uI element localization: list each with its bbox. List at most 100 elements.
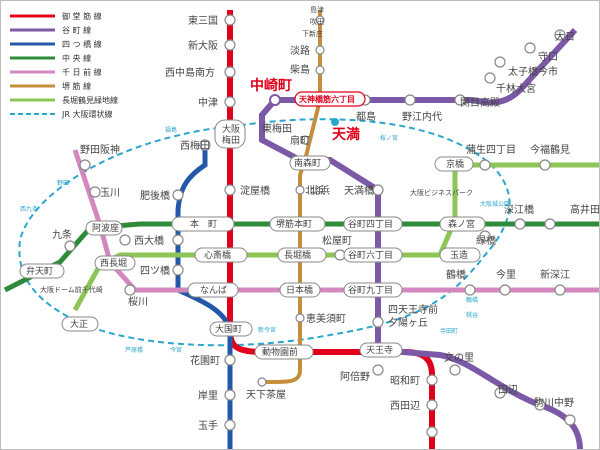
label-tenma: 天満 — [332, 126, 360, 143]
box-awaza[interactable] — [85, 220, 123, 236]
label-kitahama-s: 北浜 — [305, 185, 325, 197]
station-marker[interactable] — [224, 14, 236, 26]
station-marker[interactable] — [224, 184, 236, 196]
station-marker[interactable] — [315, 15, 325, 25]
station-marker[interactable] — [494, 56, 506, 68]
box-taisho[interactable] — [61, 316, 99, 332]
station-marker[interactable] — [315, 65, 325, 75]
station-marker[interactable] — [224, 39, 236, 51]
label-tamade: 玉手 — [198, 419, 218, 432]
box-minamimorimachi[interactable] — [289, 155, 331, 171]
label-abeno: 阿倍野 — [340, 370, 370, 383]
box-tanimachi4[interactable] — [343, 216, 403, 232]
station-marker[interactable] — [449, 364, 461, 376]
label-yodoyabashi: 淀屋橋 — [240, 184, 270, 197]
box-nipponbashi[interactable] — [279, 282, 321, 298]
station-marker[interactable] — [124, 284, 136, 296]
box-dobutsuenmae[interactable] — [254, 344, 314, 360]
station-marker[interactable] — [514, 218, 526, 230]
box-kyobashi[interactable] — [434, 156, 474, 172]
station-marker[interactable] — [172, 189, 184, 201]
station-marker[interactable] — [300, 135, 310, 145]
box-sakaisuji-hommachi[interactable] — [269, 216, 326, 232]
station-marker[interactable] — [499, 284, 511, 296]
station-marker[interactable] — [224, 66, 236, 78]
box-text-tenjin: 天神橋筋六丁目 — [299, 94, 355, 104]
label-hanazonocho: 花園町 — [190, 354, 220, 367]
box-tenjin[interactable] — [294, 91, 366, 107]
label-higobashi: 肥後橋 — [140, 189, 170, 202]
box-tanimachi6[interactable] — [343, 247, 403, 263]
label-shinosaka: 新大阪 — [188, 39, 218, 52]
station-marker[interactable] — [524, 42, 536, 54]
box-nishinagahori[interactable] — [94, 255, 136, 271]
station-marker[interactable] — [64, 240, 76, 252]
station-marker[interactable] — [564, 414, 576, 426]
box-nagahoribashi[interactable] — [277, 247, 327, 263]
station-marker[interactable] — [426, 374, 438, 386]
label-takaida: 高井田 — [570, 203, 600, 216]
box-text-tamatsukuri: 玉造 — [450, 249, 468, 261]
box-bentencho[interactable] — [19, 263, 65, 279]
box-osaka-umeda[interactable] — [214, 119, 246, 149]
station-marker[interactable] — [479, 230, 491, 242]
station-marker[interactable] — [89, 186, 101, 198]
station-marker[interactable] — [224, 389, 236, 401]
box-tamatsukuri[interactable] — [439, 247, 481, 263]
box-text-hommachi: 本 町 — [190, 218, 217, 230]
station-marker[interactable] — [454, 94, 466, 106]
station-marker[interactable] — [464, 284, 476, 296]
loop-label: 鶴橋 — [466, 296, 478, 304]
station-marker[interactable] — [426, 399, 438, 411]
station-marker[interactable] — [534, 399, 546, 411]
station-marker[interactable] — [224, 96, 236, 108]
box-shinsaibashi[interactable] — [194, 247, 248, 263]
label-taishibashi: 太子橋今市 — [508, 65, 558, 78]
station-marker[interactable] — [172, 234, 184, 246]
label-sakuragawa: 桜川 — [128, 295, 148, 308]
loop-label: 今宮 — [170, 346, 182, 354]
box-namba[interactable] — [187, 282, 239, 298]
station-marker[interactable] — [554, 29, 566, 41]
station-marker[interactable] — [404, 94, 416, 106]
station-marker-nakazakicho[interactable] — [269, 94, 281, 106]
station-marker[interactable] — [544, 218, 556, 230]
station-marker[interactable] — [426, 426, 438, 438]
station-marker[interactable] — [494, 387, 506, 399]
station-marker[interactable] — [479, 159, 491, 171]
station-marker[interactable] — [257, 377, 267, 387]
station-marker[interactable] — [372, 364, 384, 376]
loop-label: 西九条 — [20, 205, 38, 213]
loop-label: 大阪城公園 — [480, 200, 510, 208]
station-marker-tenma[interactable] — [331, 118, 339, 126]
box-text-umeda: 梅田 — [222, 134, 240, 146]
label-midoribashi: 緑橋 — [476, 234, 496, 247]
station-markers — [64, 14, 576, 438]
station-marker[interactable] — [172, 264, 184, 276]
label-matsuyamachi: 松屋町 — [322, 234, 352, 247]
box-tennoji[interactable] — [359, 342, 403, 358]
station-marker[interactable] — [79, 159, 91, 171]
box-daikokucho[interactable] — [209, 321, 253, 337]
label-fuminosato: 文の里 — [444, 351, 474, 364]
box-text-dobutsuenmae: 動物園前 — [262, 346, 298, 358]
station-marker[interactable] — [539, 159, 551, 171]
station-marker[interactable] — [484, 72, 496, 84]
box-hommachi[interactable] — [171, 216, 235, 232]
label-nakazakicho: 中崎町 — [250, 77, 292, 94]
box-text-shinsaibashi: 心斎橋 — [204, 249, 231, 261]
legend-label-sakaisuji: 堺 筋 線 — [62, 81, 91, 91]
station-marker[interactable] — [224, 354, 236, 366]
station-marker[interactable] — [295, 185, 305, 195]
station-marker[interactable] — [372, 316, 384, 328]
station-marker[interactable] — [224, 419, 236, 431]
station-marker[interactable] — [199, 139, 211, 151]
station-marker[interactable] — [295, 313, 305, 323]
station-marker[interactable] — [315, 45, 325, 55]
box-tanimachi9[interactable] — [343, 282, 403, 298]
station-marker[interactable] — [372, 184, 384, 196]
station-marker[interactable] — [554, 284, 566, 296]
station-marker[interactable] — [119, 234, 131, 246]
box-morinomiya[interactable] — [439, 216, 486, 232]
